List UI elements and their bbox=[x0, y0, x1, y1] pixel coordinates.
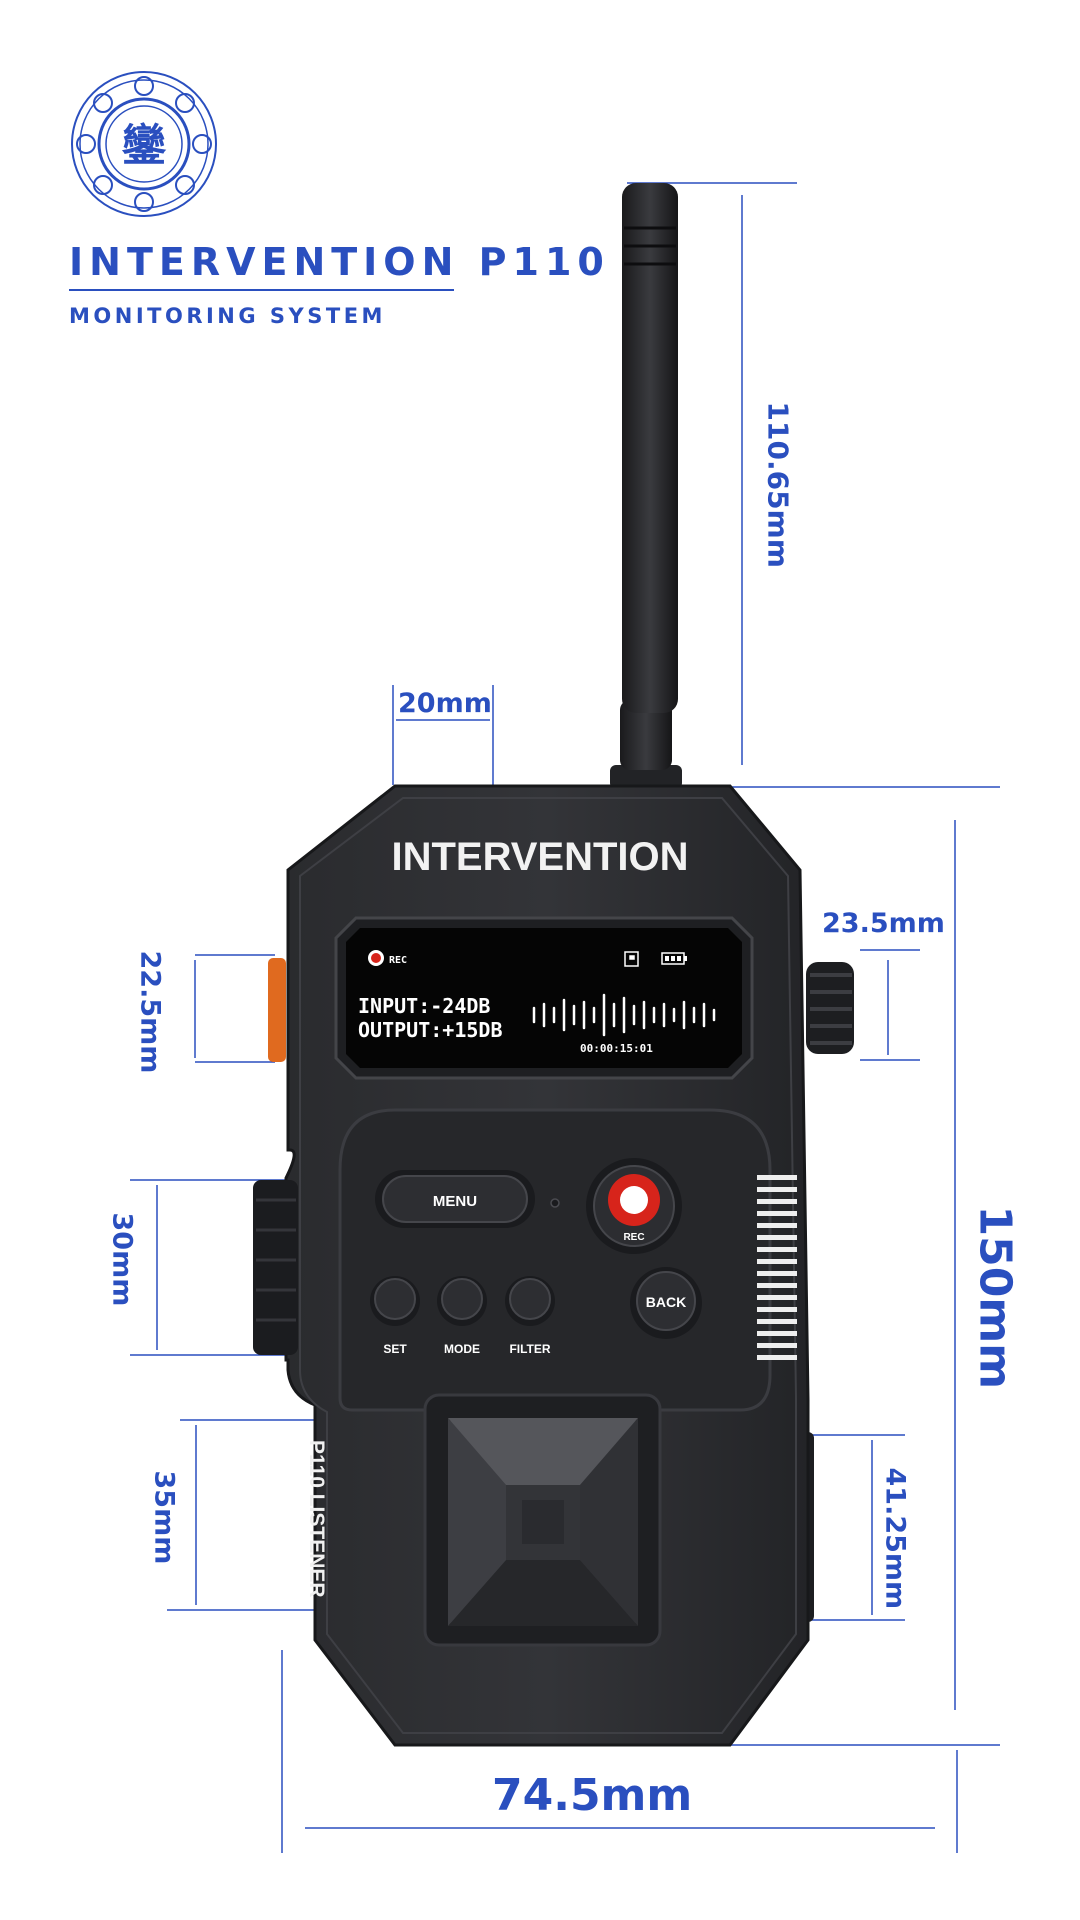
dim-body-height: 150mm bbox=[969, 1205, 1021, 1390]
sd-card-icon bbox=[624, 951, 639, 967]
rec-button[interactable]: REC bbox=[586, 1158, 682, 1254]
dim-body-width: 74.5mm bbox=[492, 1770, 693, 1821]
dim-knob-height: 23.5mm bbox=[822, 908, 945, 939]
screen-output-text: OUTPUT:+15DB bbox=[358, 1018, 503, 1042]
screen-frame bbox=[334, 916, 754, 1080]
rec-button-label: REC bbox=[623, 1232, 644, 1243]
set-button-label: SET bbox=[383, 1342, 407, 1356]
dim-antenna-offset: 20mm bbox=[398, 688, 492, 719]
filter-button[interactable]: FILTER bbox=[505, 1276, 555, 1356]
dim-right-port-height: 41.25mm bbox=[879, 1467, 911, 1610]
side-orange-button bbox=[268, 958, 286, 1062]
status-led bbox=[550, 1198, 560, 1208]
device-side-label: P110 LISTENER bbox=[305, 1440, 328, 1598]
seal-character: 鑾 bbox=[121, 120, 167, 171]
menu-button-label: MENU bbox=[433, 1193, 477, 1210]
filter-button-label: FILTER bbox=[509, 1342, 550, 1356]
side-vent bbox=[757, 1175, 797, 1360]
control-panel bbox=[338, 1108, 772, 1412]
screen-timer: 00:00:15:01 bbox=[580, 1042, 653, 1055]
mode-button-label: MODE bbox=[444, 1342, 480, 1356]
screen-rec-label: REC bbox=[389, 955, 407, 966]
brand-subtitle: MONITORING SYSTEM bbox=[69, 304, 386, 328]
battery-icon bbox=[661, 952, 687, 965]
mode-button[interactable]: MODE bbox=[437, 1276, 487, 1356]
screen-input-text: INPUT:-24DB bbox=[358, 994, 490, 1018]
dimension-lines bbox=[130, 182, 1000, 1853]
brand-divider bbox=[69, 289, 454, 291]
right-knob bbox=[806, 962, 854, 1054]
menu-button[interactable]: MENU bbox=[375, 1170, 535, 1228]
dpad-button[interactable] bbox=[423, 1393, 662, 1647]
seal-logo: 鑾 bbox=[71, 71, 217, 217]
device-brand-label: INTERVENTION bbox=[391, 835, 688, 879]
dim-antenna-height: 110.65mm bbox=[761, 401, 795, 568]
set-button[interactable]: SET bbox=[370, 1276, 420, 1356]
dim-dpad-height: 35mm bbox=[148, 1470, 180, 1565]
brand-title: INTERVENTION P110 bbox=[69, 240, 610, 284]
side-scroll-wheel bbox=[253, 1180, 298, 1355]
dim-left-button-height: 22.5mm bbox=[134, 950, 166, 1074]
back-button[interactable]: BACK bbox=[630, 1267, 702, 1339]
back-button-label: BACK bbox=[646, 1294, 686, 1310]
antenna bbox=[610, 183, 682, 789]
waveform-icon bbox=[532, 993, 716, 1037]
dim-side-wheel-height: 30mm bbox=[106, 1212, 138, 1307]
